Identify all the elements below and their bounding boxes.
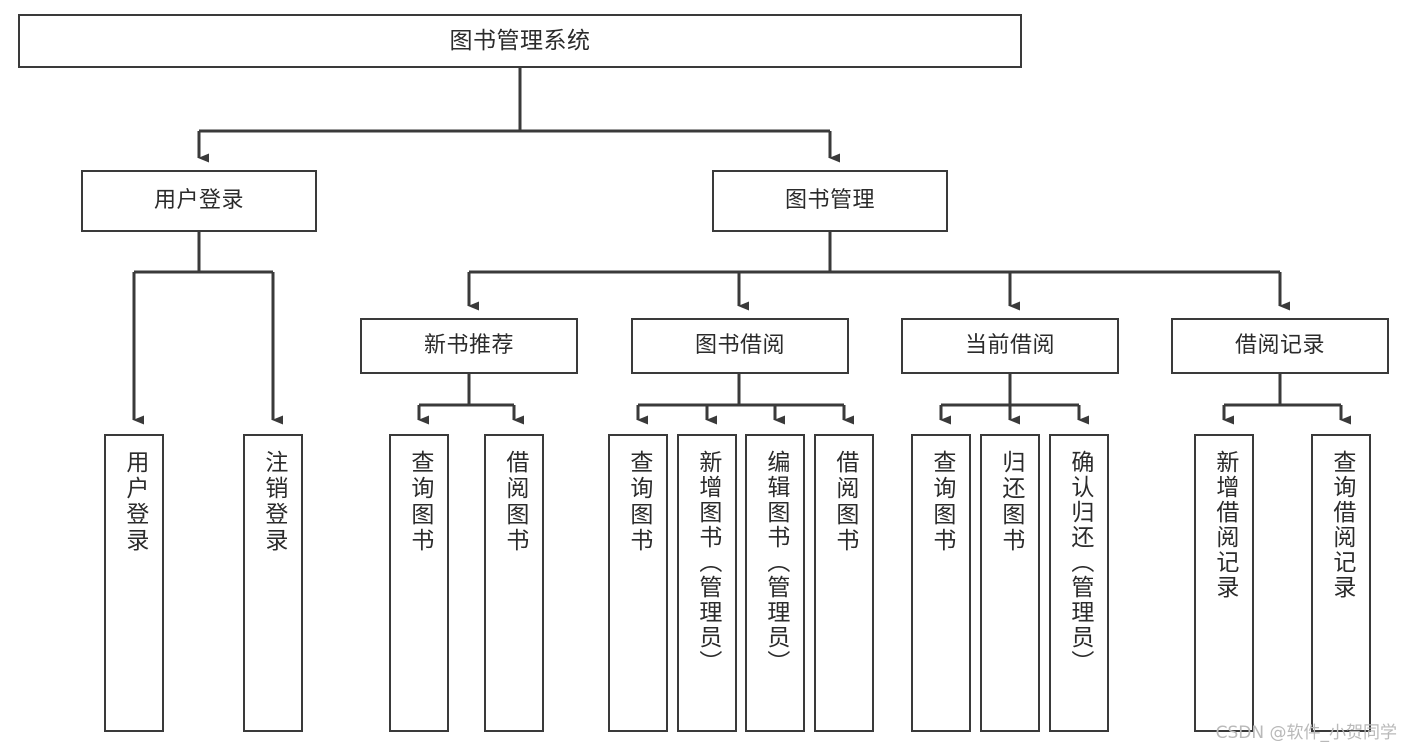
leaf-confirm-return-label: 确认归还（管理员） — [1066, 450, 1093, 675]
leaf-borrow-book-2[interactable]: 借阅图书 — [814, 434, 874, 732]
leaf-return-book-label: 归还图书 — [997, 450, 1024, 554]
leaf-query-book-2[interactable]: 查询图书 — [608, 434, 668, 732]
node-new-book-recommend-label: 新书推荐 — [423, 332, 514, 358]
leaf-query-book-3-label: 查询图书 — [928, 450, 955, 554]
leaf-confirm-return[interactable]: 确认归还（管理员） — [1049, 434, 1109, 732]
leaf-logout-login-label: 注销登录 — [260, 450, 287, 554]
node-borrow-record-label: 借阅记录 — [1234, 332, 1325, 358]
leaf-query-book-1-label: 查询图书 — [406, 450, 433, 554]
leaf-user-login[interactable]: 用户登录 — [104, 434, 164, 732]
leaf-query-record[interactable]: 查询借阅记录 — [1311, 434, 1371, 732]
leaf-query-book-2-label: 查询图书 — [625, 450, 652, 554]
leaf-query-book-3[interactable]: 查询图书 — [911, 434, 971, 732]
leaf-borrow-book-1[interactable]: 借阅图书 — [484, 434, 544, 732]
leaf-add-book-label: 新增图书（管理员） — [694, 450, 721, 675]
node-root-label: 图书管理系统 — [449, 27, 591, 54]
node-book-borrow-label: 图书借阅 — [694, 332, 785, 358]
leaf-add-record-label: 新增借阅记录 — [1211, 450, 1238, 600]
node-book-borrow[interactable]: 图书借阅 — [631, 318, 849, 374]
node-current-borrow-label: 当前借阅 — [964, 332, 1055, 358]
node-current-borrow[interactable]: 当前借阅 — [901, 318, 1119, 374]
node-user-login[interactable]: 用户登录 — [81, 170, 317, 232]
leaf-logout-login[interactable]: 注销登录 — [243, 434, 303, 732]
leaf-query-record-label: 查询借阅记录 — [1328, 450, 1355, 600]
leaf-user-login-label: 用户登录 — [121, 450, 148, 554]
leaf-query-book-1[interactable]: 查询图书 — [389, 434, 449, 732]
leaf-edit-book-label: 编辑图书（管理员） — [762, 450, 789, 675]
leaf-return-book[interactable]: 归还图书 — [980, 434, 1040, 732]
leaf-edit-book[interactable]: 编辑图书（管理员） — [745, 434, 805, 732]
leaf-add-record[interactable]: 新增借阅记录 — [1194, 434, 1254, 732]
node-book-manage[interactable]: 图书管理 — [712, 170, 948, 232]
node-user-login-label: 用户登录 — [153, 187, 244, 213]
node-book-manage-label: 图书管理 — [784, 187, 875, 213]
leaf-borrow-book-1-label: 借阅图书 — [501, 450, 528, 554]
node-root[interactable]: 图书管理系统 — [18, 14, 1022, 68]
leaf-borrow-book-2-label: 借阅图书 — [831, 450, 858, 554]
node-new-book-recommend[interactable]: 新书推荐 — [360, 318, 578, 374]
watermark-text: CSDN @软件_小贺同学 — [1215, 723, 1397, 743]
node-borrow-record[interactable]: 借阅记录 — [1171, 318, 1389, 374]
leaf-add-book[interactable]: 新增图书（管理员） — [677, 434, 737, 732]
